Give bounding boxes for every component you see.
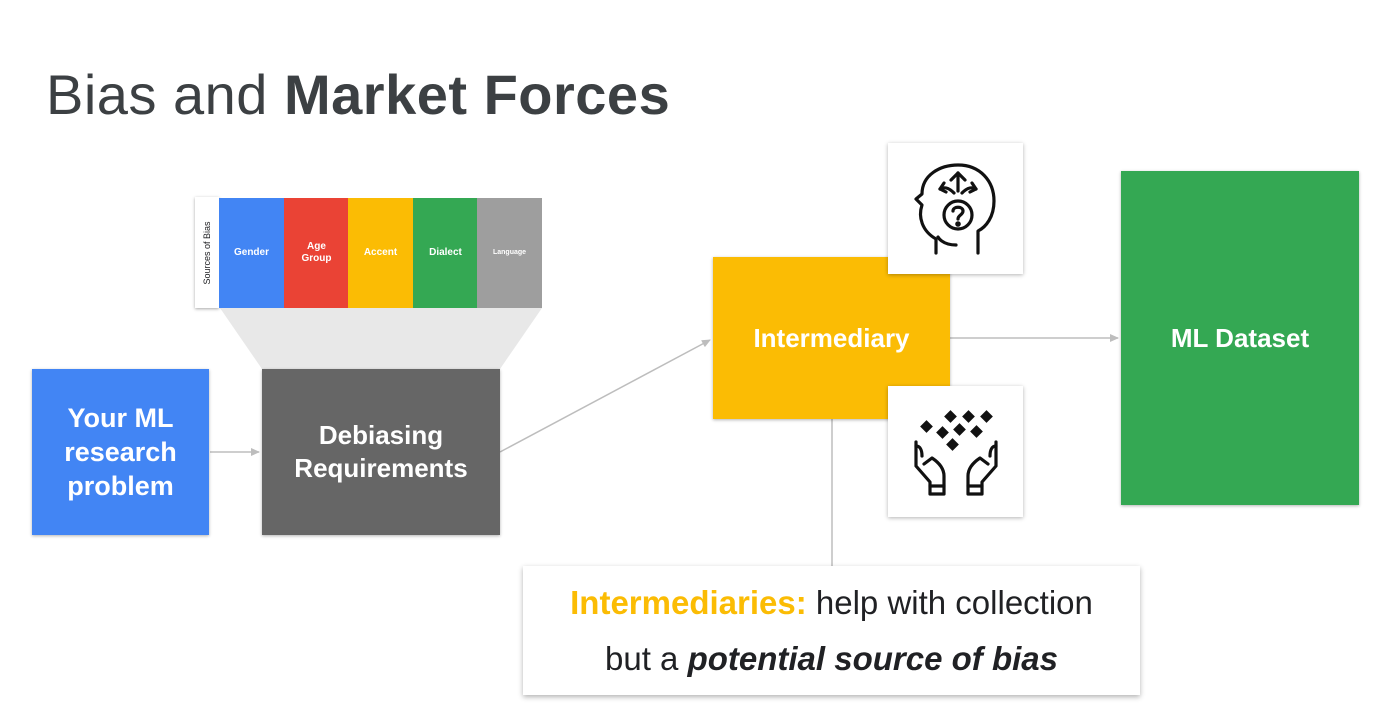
bias-col-accent: Accent — [348, 198, 413, 308]
bias-col-language: Language — [477, 198, 542, 308]
note-line-2: but a potential source of bias — [605, 631, 1058, 687]
head-decision-question-icon — [913, 162, 996, 255]
icon-card-bottom — [888, 386, 1023, 517]
intermediaries-note: Intermediaries: help with collection but… — [523, 566, 1140, 695]
node-debiasing-label: Debiasing Requirements — [294, 420, 468, 483]
note-emphasis: potential source of bias — [687, 639, 1058, 677]
node-debiasing-requirements: Debiasing Requirements — [262, 369, 500, 535]
arrow-debiasing-to-intermediary — [499, 339, 711, 453]
node-research-problem-label: Your ML research problem — [64, 403, 177, 501]
node-ml-dataset: ML Dataset — [1121, 171, 1359, 505]
bias-table-label: Sources of Bias — [202, 220, 212, 285]
node-intermediary-label: Intermediary — [753, 322, 910, 353]
node-research-problem: Your ML research problem — [32, 369, 209, 535]
icon-card-top — [888, 143, 1023, 274]
funnel-shape — [220, 308, 542, 369]
title-bold: Market Forces — [284, 63, 671, 126]
node-ml-dataset-label: ML Dataset — [1170, 322, 1310, 353]
bias-col-gender: Gender — [219, 198, 284, 308]
title-regular: Bias and — [46, 63, 268, 126]
note-line-1: Intermediaries: help with collection — [570, 575, 1093, 631]
bias-col-age-group: Age Group — [284, 198, 349, 308]
note-line2-start: but a — [605, 639, 688, 677]
bias-col-dialect: Dialect — [413, 198, 478, 308]
hands-holding-data-icon — [913, 409, 998, 496]
slide-title: Bias and Market Forces — [46, 62, 670, 127]
note-line1-rest: help with collection — [806, 583, 1093, 621]
bias-table-label-cell: Sources of Bias — [195, 197, 219, 308]
note-highlight: Intermediaries: — [570, 583, 807, 621]
